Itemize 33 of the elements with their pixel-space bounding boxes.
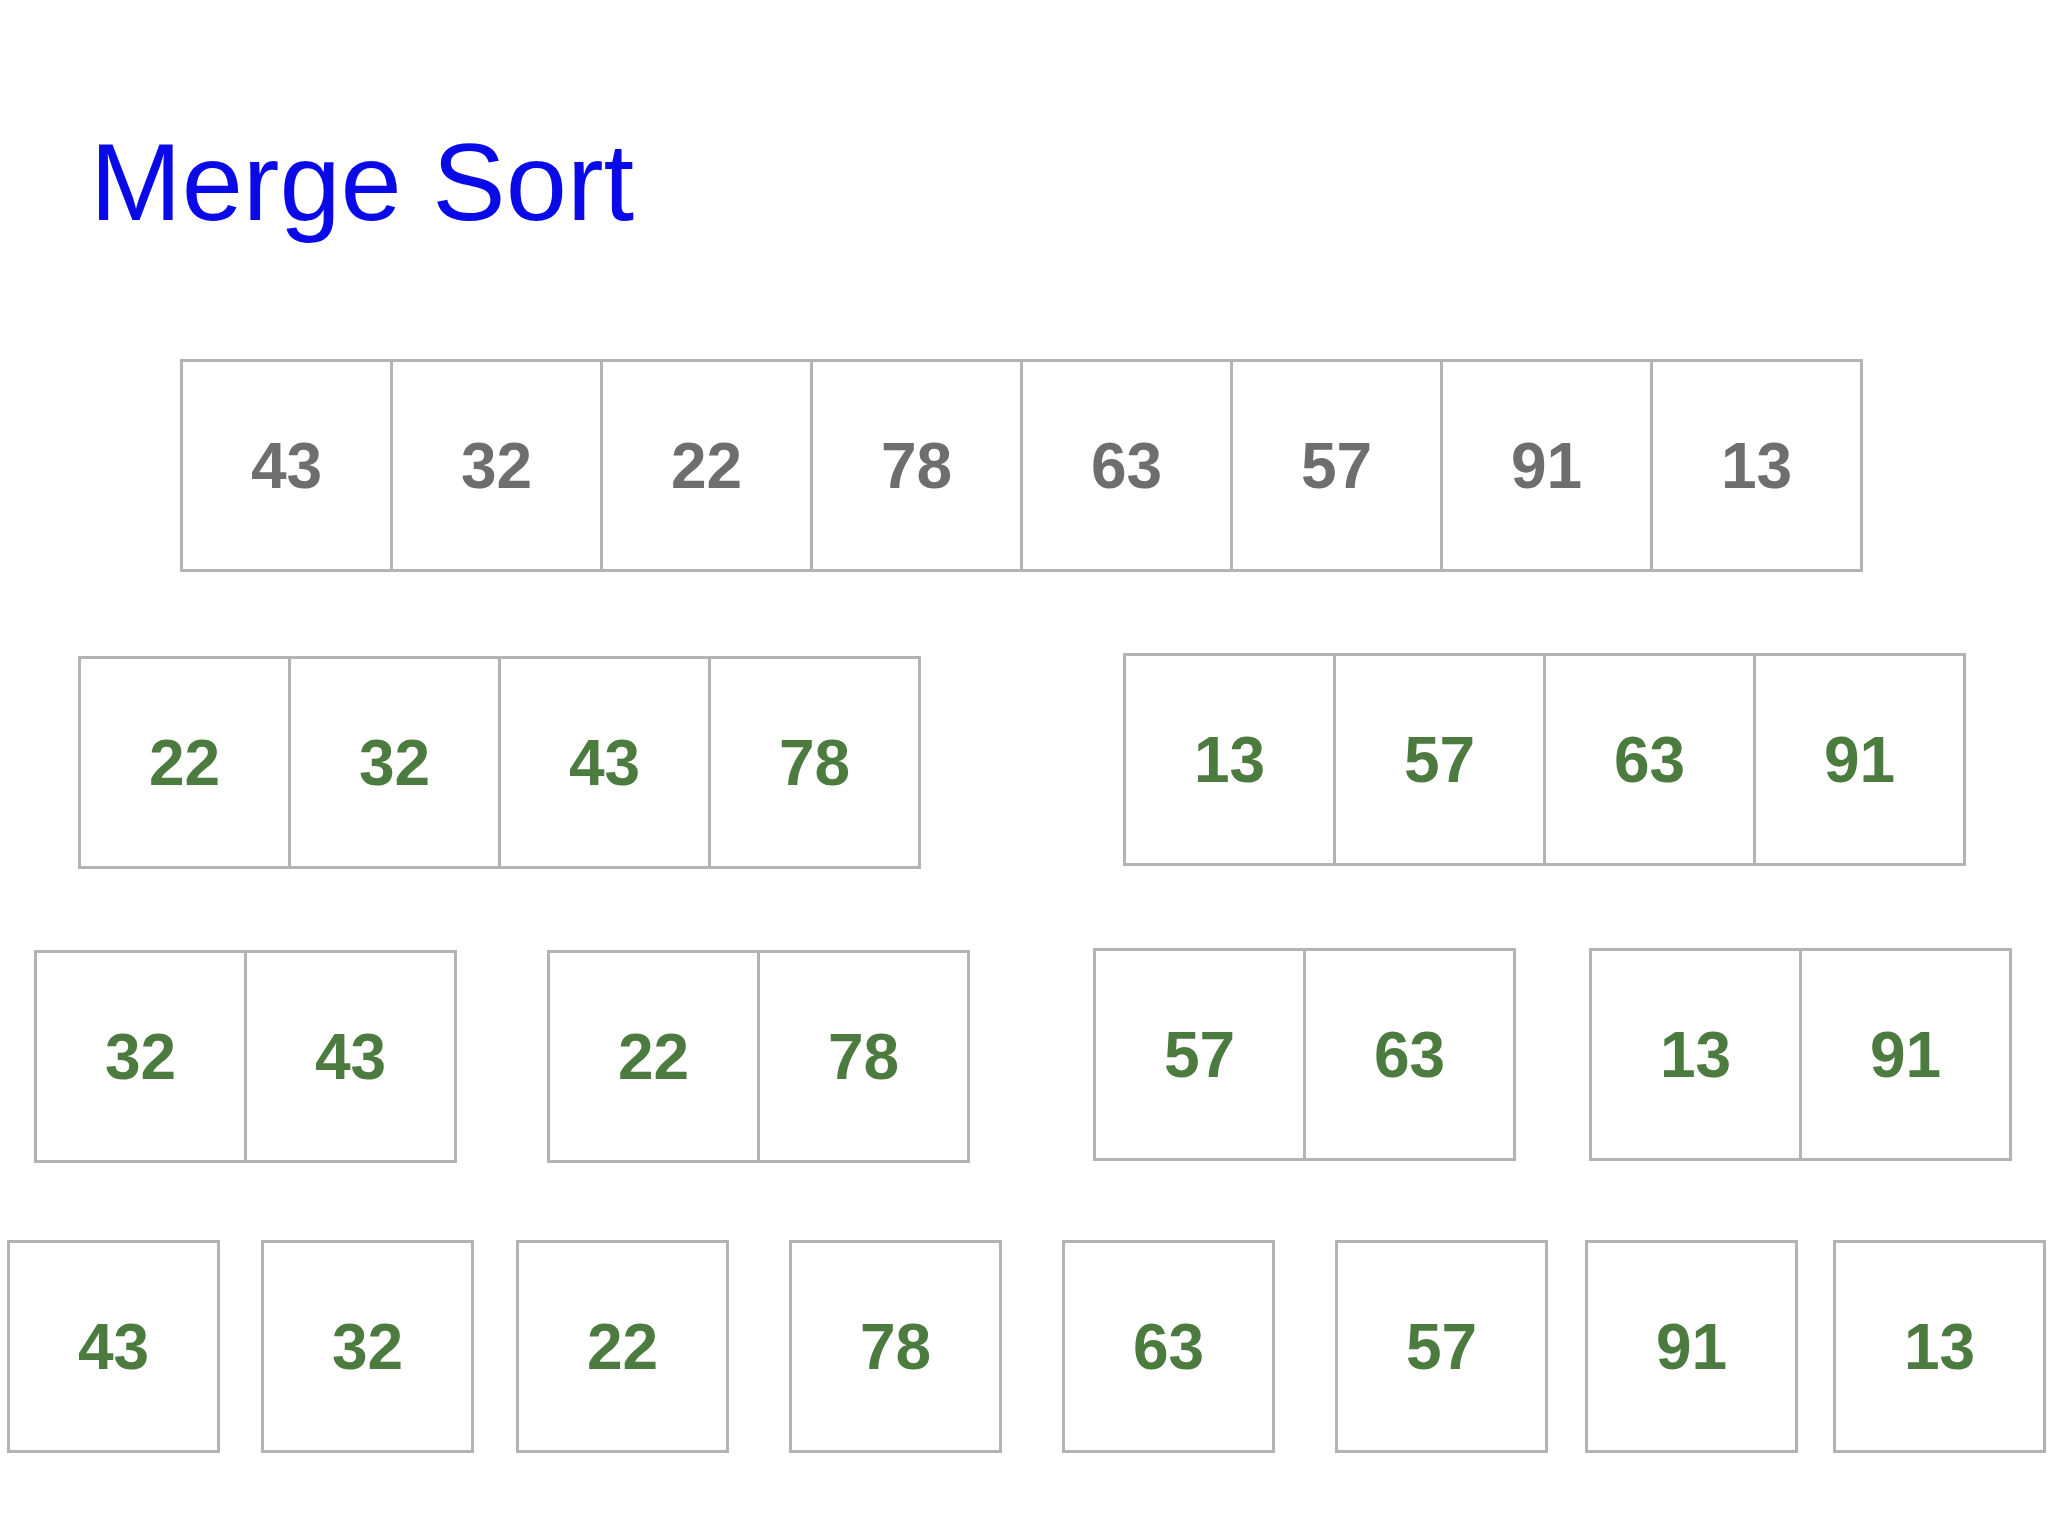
array-cell: 91 <box>1440 359 1653 572</box>
array-cell: 57 <box>1230 359 1443 572</box>
array-cell: 32 <box>34 950 247 1163</box>
array-cell: 57 <box>1093 948 1306 1161</box>
array-cell: 63 <box>1020 359 1233 572</box>
array-cell: 43 <box>180 359 393 572</box>
array-cell: 32 <box>261 1240 474 1453</box>
array-cell: 22 <box>600 359 813 572</box>
array-cell: 22 <box>547 950 760 1163</box>
array-cell: 78 <box>757 950 970 1163</box>
array-cell: 22 <box>516 1240 729 1453</box>
array-cell: 32 <box>288 656 501 869</box>
title: Merge Sort <box>89 119 636 245</box>
array-cell: 13 <box>1650 359 1863 572</box>
array-cell: 13 <box>1589 948 1802 1161</box>
array-cell: 78 <box>708 656 921 869</box>
array-cell: 78 <box>810 359 1023 572</box>
array-cell: 91 <box>1799 948 2012 1161</box>
array-cell: 57 <box>1335 1240 1548 1453</box>
array-cell: 63 <box>1543 653 1756 866</box>
array-cell: 13 <box>1123 653 1336 866</box>
array-cell: 13 <box>1833 1240 2046 1453</box>
array-cell: 43 <box>7 1240 220 1453</box>
array-cell: 63 <box>1303 948 1516 1161</box>
array-cell: 78 <box>789 1240 1002 1453</box>
array-cell: 91 <box>1585 1240 1798 1453</box>
array-cell: 32 <box>390 359 603 572</box>
array-cell: 43 <box>244 950 457 1163</box>
array-cell: 63 <box>1062 1240 1275 1453</box>
array-cell: 43 <box>498 656 711 869</box>
array-cell: 91 <box>1753 653 1966 866</box>
array-cell: 57 <box>1333 653 1546 866</box>
array-cell: 22 <box>78 656 291 869</box>
